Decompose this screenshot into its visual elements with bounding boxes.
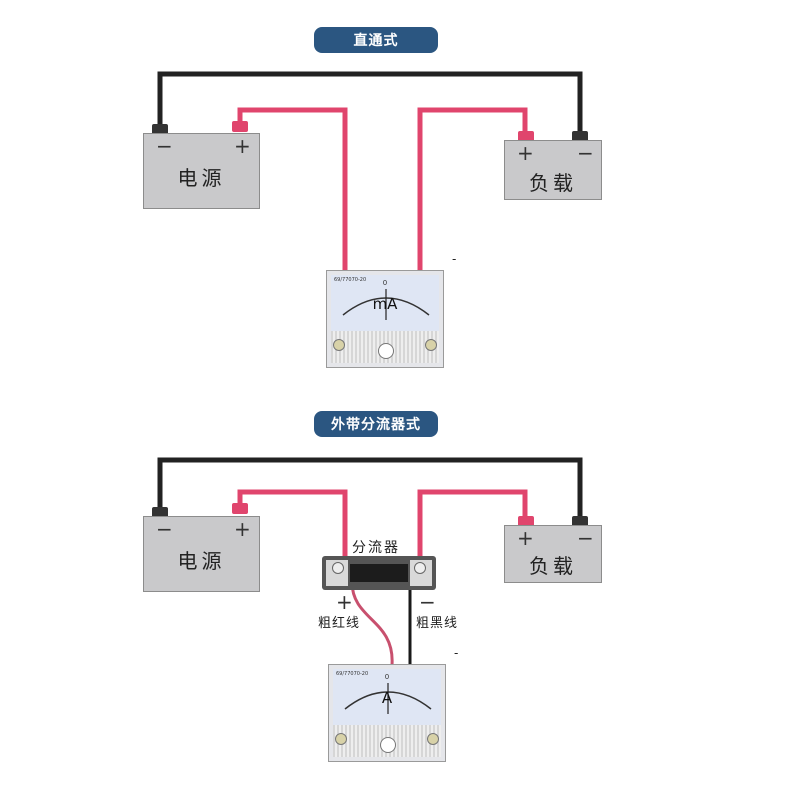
meter2-model: 69/77070-20: [336, 671, 369, 677]
meter-screw-left: [333, 339, 345, 351]
load-neg-terminal: [572, 131, 588, 142]
black-wire-top-2: [157, 457, 583, 518]
section2-side-mark: -: [454, 646, 459, 660]
meter2-adjust-knob: [380, 737, 396, 753]
meter-adjust-knob: [378, 343, 394, 359]
thin-red-wire: [350, 581, 394, 666]
load-pos-terminal: [518, 131, 534, 142]
load2-neg-sign: −: [577, 526, 594, 550]
load2-pos-sign: +: [517, 526, 534, 550]
section1-title: 直通式: [353, 33, 399, 49]
load-label-2: 负载: [529, 554, 577, 578]
black-wire-sign: −: [419, 590, 436, 614]
meter-screw-right: [425, 339, 437, 351]
meter2-screw-left: [335, 733, 347, 745]
power-source-box: − + 电源: [143, 133, 260, 209]
source-pos-sign: +: [234, 134, 251, 158]
source2-neg-sign: −: [156, 517, 173, 541]
source-pos-terminal: [232, 121, 248, 132]
section1-title-badge: 直通式: [314, 27, 438, 53]
source2-pos-terminal: [232, 503, 248, 514]
shunt-screw-left: [332, 562, 344, 574]
black-wire-top: [157, 71, 583, 134]
source2-pos-sign: +: [234, 517, 251, 541]
load-box-2: + − 负载: [504, 525, 602, 583]
meter-unit: mA: [372, 295, 398, 313]
load-box: + − 负载: [504, 140, 602, 200]
source-neg-sign: −: [156, 134, 173, 158]
power-source-label-2: 电源: [177, 549, 226, 573]
red-wire-shunt-load: [417, 489, 528, 565]
milliammeter: 69/77070-20 0 mA: [326, 270, 444, 368]
shunt-screw-right: [414, 562, 426, 574]
meter2-scale: [344, 683, 432, 714]
shunt-resistor: [350, 564, 408, 582]
red-wire-source-meter: [237, 107, 348, 272]
black-wire-label: 粗黑线: [416, 616, 459, 631]
power-source-label: 电源: [177, 166, 226, 190]
meter-scale: [342, 289, 430, 320]
meter2-zero: 0: [384, 673, 390, 681]
load-label: 负载: [529, 171, 577, 195]
red-wire-sign: +: [336, 590, 353, 614]
section2-title: 外带分流器式: [331, 417, 421, 433]
red-wire-label: 粗红线: [318, 616, 361, 631]
meter-model: 69/77070-20: [334, 277, 367, 283]
meter2-unit: A: [381, 689, 393, 707]
power-source-box-2: − + 电源: [143, 516, 260, 592]
source-neg-terminal: [152, 124, 168, 135]
red-wire-source-shunt: [237, 489, 348, 565]
load-neg-sign: −: [577, 141, 594, 165]
load2-neg-terminal: [572, 516, 588, 527]
load-pos-sign: +: [517, 141, 534, 165]
meter-zero: 0: [382, 279, 388, 287]
section1-side-mark: -: [452, 252, 457, 266]
meter2-screw-right: [427, 733, 439, 745]
meter2-face: 69/77070-20 0 A: [333, 669, 441, 725]
red-wire-meter-load: [417, 107, 528, 272]
ammeter: 69/77070-20 0 A: [328, 664, 446, 762]
section2-title-badge: 外带分流器式: [314, 411, 438, 437]
shunt: [322, 556, 436, 590]
meter-face: 69/77070-20 0 mA: [331, 275, 439, 331]
source2-neg-terminal: [152, 507, 168, 518]
shunt-label: 分流器: [352, 540, 400, 556]
load2-pos-terminal: [518, 516, 534, 527]
